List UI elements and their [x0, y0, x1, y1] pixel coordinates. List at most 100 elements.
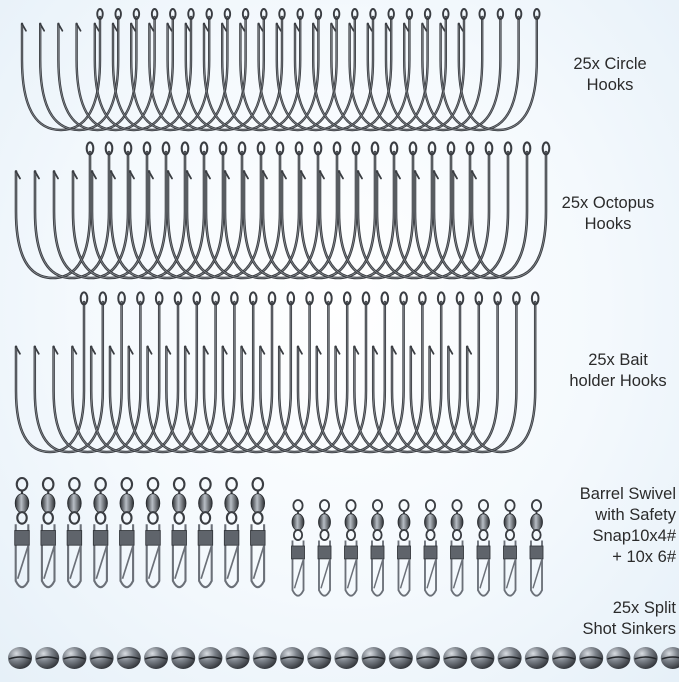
barrel-swivel-size6	[423, 499, 438, 597]
split-shot-sinker	[171, 647, 196, 669]
octopus-hook	[52, 141, 133, 280]
split-shot-sinker	[388, 647, 413, 669]
circle-hook	[20, 8, 104, 132]
barrel-swivel-size6	[370, 499, 385, 597]
circle-hooks-label: 25x Circle Hooks	[548, 54, 672, 96]
octopus-hook	[204, 141, 285, 280]
barrel-swivels-size6-group	[291, 499, 544, 597]
circle-hook	[39, 8, 122, 132]
barrel-swivel-size4	[119, 476, 135, 589]
bait-holder-hook	[89, 291, 164, 454]
split-shot-sinker	[606, 647, 631, 669]
bait-holder-hooks-label-line1: 25x Bait	[588, 351, 648, 369]
split-shot-sinker	[252, 647, 277, 669]
octopus-hook	[242, 141, 323, 280]
split-shot-sinker	[116, 647, 141, 669]
bait-holder-hooks-label-line2: holder Hooks	[569, 372, 667, 390]
bait-holder-hook	[259, 291, 333, 454]
bait-holder-hook	[14, 291, 89, 454]
split-shot-sinker	[633, 647, 658, 669]
octopus-hook	[109, 141, 190, 280]
circle-hook	[439, 8, 523, 132]
bait-holder-hook	[165, 291, 239, 454]
circle-hook	[403, 8, 486, 132]
bait-holder-hook	[315, 291, 390, 454]
barrel-swivel-label-line4: + 10x 6#	[612, 548, 676, 566]
bait-holder-hook	[353, 291, 427, 454]
octopus-hook	[223, 141, 304, 280]
split-shot-sinkers-label-line1: 25x Split	[612, 599, 676, 617]
barrel-swivel-label-line3: Snap10x4#	[592, 527, 677, 545]
octopus-hooks-label-line1: 25x Octopus	[561, 194, 655, 212]
barrel-swivel-size6	[529, 499, 544, 597]
octopus-hooks-label-line2: Hooks	[584, 215, 632, 233]
split-shot-sinker	[198, 647, 223, 669]
bait-holder-hook	[371, 291, 446, 454]
bait-holder-hook	[146, 291, 220, 454]
bait-holder-hook	[127, 291, 202, 454]
octopus-hook	[33, 141, 114, 280]
split-shot-sinker	[497, 647, 522, 669]
barrel-swivel-size4	[14, 476, 30, 589]
circle-hooks-label-line1: 25x Circle	[573, 55, 647, 73]
octopus-hooks-label: 25x Octopus Hooks	[540, 193, 676, 235]
octopus-hook	[166, 141, 247, 280]
octopus-hook	[90, 141, 171, 280]
bait-holder-hook	[465, 291, 540, 454]
octopus-hook	[470, 141, 551, 280]
barrel-swivel-size6	[450, 499, 464, 597]
split-shot-sinker	[579, 647, 604, 669]
bait-holder-hook	[447, 291, 521, 454]
barrel-swivel-size4	[66, 476, 83, 589]
barrel-swivel-size4	[40, 476, 56, 589]
barrel-swivel-size4	[250, 476, 266, 589]
octopus-hook	[299, 141, 380, 280]
barrel-swivel-size6	[476, 499, 491, 597]
octopus-hook	[128, 141, 209, 280]
split-shot-sinker	[35, 647, 60, 669]
barrel-swivel-size4	[223, 476, 240, 589]
barrel-swivel-size6	[291, 499, 305, 597]
octopus-hook	[318, 141, 399, 280]
octopus-hook	[185, 141, 266, 280]
octopus-hooks-group	[14, 141, 551, 280]
barrel-swivel-size6	[503, 499, 517, 597]
octopus-hook	[432, 141, 513, 280]
barrel-swivel-size6	[397, 499, 411, 597]
circle-hooks-group	[20, 8, 541, 132]
octopus-hook	[261, 141, 342, 280]
barrel-swivels-size4-group	[14, 476, 266, 589]
bait-holder-hook	[409, 291, 484, 454]
octopus-hook	[14, 141, 95, 280]
bait-holder-hook	[52, 291, 126, 454]
octopus-hook	[147, 141, 228, 280]
octopus-hook	[356, 141, 437, 280]
bait-holder-hook	[240, 291, 314, 454]
barrel-swivel-size4	[197, 476, 214, 589]
split-shot-sinker	[144, 647, 168, 669]
bait-holder-hook	[183, 291, 258, 454]
barrel-swivel-label-line2: with Safety	[595, 506, 676, 524]
split-shot-sinker	[8, 647, 32, 669]
circle-hooks-label-line2: Hooks	[586, 76, 634, 94]
split-shot-sinker	[334, 647, 359, 669]
split-shot-sinker	[307, 647, 332, 669]
split-shot-sinker	[361, 647, 386, 669]
bait-holder-hook	[428, 291, 502, 454]
split-shot-sinkers-group	[8, 647, 679, 669]
split-shot-sinker	[524, 647, 549, 669]
split-shot-sinker	[89, 647, 114, 669]
bait-holder-hook	[390, 291, 465, 454]
barrel-swivel-label-line1: Barrel Swivel	[579, 485, 676, 503]
bait-holder-hook	[296, 291, 371, 454]
bait-holder-hook	[334, 291, 408, 454]
split-shot-sinker	[660, 647, 679, 669]
split-shot-sinker	[470, 647, 495, 669]
octopus-hook	[337, 141, 418, 280]
split-shot-sinker	[416, 647, 440, 669]
octopus-hook	[375, 141, 456, 280]
octopus-hook	[394, 141, 475, 280]
split-shot-sinker	[62, 647, 87, 669]
bait-holder-hook	[33, 291, 108, 454]
bait-holder-hook	[221, 291, 296, 454]
